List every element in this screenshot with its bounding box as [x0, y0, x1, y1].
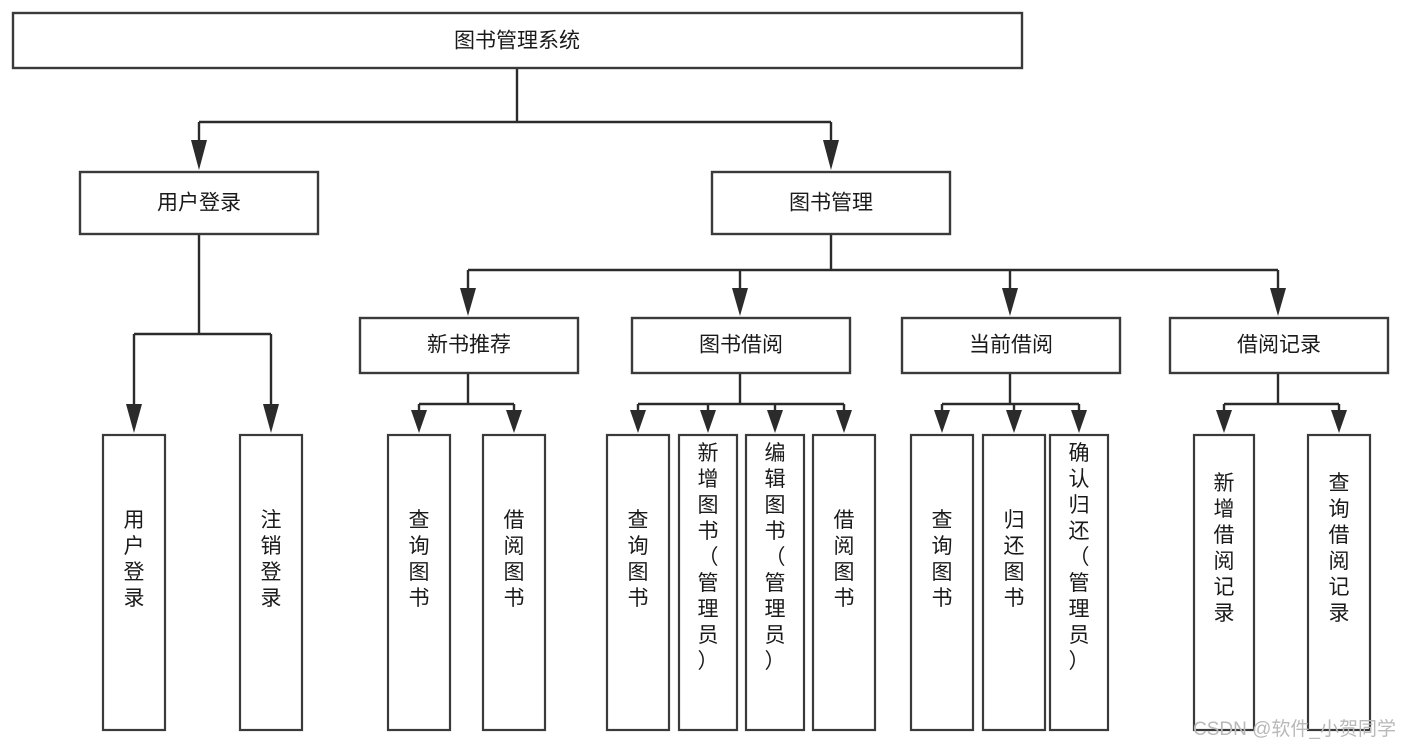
node-book-manage-box[interactable]	[710, 170, 952, 236]
node-user-login[interactable]: 用户登录	[78, 170, 320, 236]
node-borrow-record[interactable]: 借阅记录	[1168, 316, 1390, 375]
arrow-head-leaf-add-book	[700, 410, 716, 433]
node-leaf-user-login-label: 用户登录	[124, 509, 145, 610]
node-root[interactable]: 图书管理系统	[11, 11, 1024, 70]
node-leaf-return-book-label: 归还图书	[1004, 509, 1025, 610]
node-leaf-add-book-box[interactable]	[677, 433, 739, 732]
node-book-borrow-box[interactable]	[630, 316, 852, 375]
node-leaf-user-login-box[interactable]	[101, 433, 167, 732]
node-leaf-edit-book-box[interactable]	[744, 433, 806, 732]
arrow-head-leaf-user-login	[126, 404, 142, 433]
node-leaf-return-book-box[interactable]	[981, 433, 1047, 732]
csdn-watermark: CSDN @软件_小贺同学	[1193, 718, 1396, 740]
node-leaf-borrow-book-1[interactable]: 借阅图书	[481, 433, 547, 732]
arrow-head-leaf-user-logout	[263, 404, 279, 433]
node-leaf-query-book-3-label: 查询图书	[932, 509, 953, 610]
node-current-borrow-box[interactable]	[900, 316, 1122, 375]
node-borrow-record-label: 借阅记录	[1237, 334, 1321, 357]
arrow-head-book-manage	[823, 140, 839, 170]
node-leaf-add-book-label: 新增图书（管理员）	[698, 442, 719, 673]
node-leaf-borrow-book-2-box[interactable]	[811, 433, 877, 732]
node-user-login-box[interactable]	[78, 170, 320, 236]
node-leaf-add-borrow-record-label: 新增借阅记录	[1214, 472, 1235, 625]
arrow-head-leaf-return-book	[1006, 410, 1022, 433]
arrow-head-book-borrow	[732, 288, 748, 316]
node-leaf-query-borrow-record[interactable]: 查询借阅记录	[1306, 433, 1372, 732]
node-leaf-add-borrow-record-box[interactable]	[1192, 433, 1256, 732]
node-new-book-recommend-box[interactable]	[358, 316, 580, 375]
arrow-head-leaf-edit-book	[767, 410, 783, 433]
arrow-head-leaf-add-borrow-record	[1216, 410, 1232, 433]
node-root-label: 图书管理系统	[454, 30, 580, 53]
arrow-head-borrow-record	[1270, 288, 1286, 316]
node-new-book-recommend[interactable]: 新书推荐	[358, 316, 580, 375]
node-current-borrow-label: 当前借阅	[969, 334, 1053, 357]
node-leaf-add-book[interactable]: 新增图书（管理员）	[677, 433, 739, 732]
node-book-manage[interactable]: 图书管理	[710, 170, 952, 236]
arrow-head-leaf-borrow-book-2	[836, 410, 852, 433]
node-root-box[interactable]	[11, 11, 1024, 70]
node-leaf-query-book-1-box[interactable]	[386, 433, 452, 732]
node-borrow-record-box[interactable]	[1168, 316, 1390, 375]
node-book-manage-label: 图书管理	[789, 192, 873, 215]
node-leaf-confirm-return-label: 确认归还（管理员）	[1069, 442, 1090, 673]
arrow-head-new-book-recommend	[460, 288, 476, 316]
node-leaf-query-borrow-record-box[interactable]	[1306, 433, 1372, 732]
node-leaf-edit-book[interactable]: 编辑图书（管理员）	[744, 433, 806, 732]
node-leaf-add-borrow-record[interactable]: 新增借阅记录	[1192, 433, 1256, 732]
node-leaf-query-book-1-label: 查询图书	[409, 509, 430, 610]
node-leaf-user-logout-label: 注销登录	[261, 509, 282, 610]
node-leaf-query-book-2[interactable]: 查询图书	[605, 433, 671, 732]
node-user-login-label: 用户登录	[157, 192, 241, 215]
node-leaf-query-book-2-label: 查询图书	[628, 509, 649, 610]
arrow-head-leaf-borrow-book-1	[506, 410, 522, 433]
node-leaf-borrow-book-1-label: 借阅图书	[504, 509, 525, 610]
node-leaf-user-login[interactable]: 用户登录	[101, 433, 167, 732]
arrow-head-leaf-query-borrow-record	[1331, 410, 1347, 433]
node-leaf-confirm-return[interactable]: 确认归还（管理员）	[1048, 433, 1110, 732]
node-new-book-recommend-label: 新书推荐	[427, 334, 511, 357]
node-leaf-borrow-book-1-box[interactable]	[481, 433, 547, 732]
node-leaf-edit-book-label: 编辑图书（管理员）	[765, 442, 786, 673]
arrow-head-leaf-query-book-3	[934, 410, 950, 433]
node-leaf-query-book-2-box[interactable]	[605, 433, 671, 732]
node-leaf-query-borrow-record-label: 查询借阅记录	[1329, 472, 1350, 625]
arrow-head-leaf-query-book-2	[630, 410, 646, 433]
node-book-borrow[interactable]: 图书借阅	[630, 316, 852, 375]
node-current-borrow[interactable]: 当前借阅	[900, 316, 1122, 375]
node-leaf-borrow-book-2-label: 借阅图书	[834, 509, 855, 610]
node-leaf-query-book-3[interactable]: 查询图书	[909, 433, 975, 732]
node-leaf-confirm-return-box[interactable]	[1048, 433, 1110, 732]
arrow-head-current-borrow	[1002, 288, 1018, 316]
arrow-head-user-login	[191, 140, 207, 170]
arrow-head-leaf-query-book-1	[411, 410, 427, 433]
node-leaf-query-book-3-box[interactable]	[909, 433, 975, 732]
node-book-borrow-label: 图书借阅	[699, 334, 783, 357]
node-leaf-query-book-1[interactable]: 查询图书	[386, 433, 452, 732]
arrow-head-leaf-confirm-return	[1071, 410, 1087, 433]
node-leaf-user-logout[interactable]: 注销登录	[238, 433, 304, 732]
node-leaf-user-logout-box[interactable]	[238, 433, 304, 732]
connector-layer	[126, 68, 1347, 433]
node-leaf-return-book[interactable]: 归还图书	[981, 433, 1047, 732]
node-leaf-borrow-book-2[interactable]: 借阅图书	[811, 433, 877, 732]
